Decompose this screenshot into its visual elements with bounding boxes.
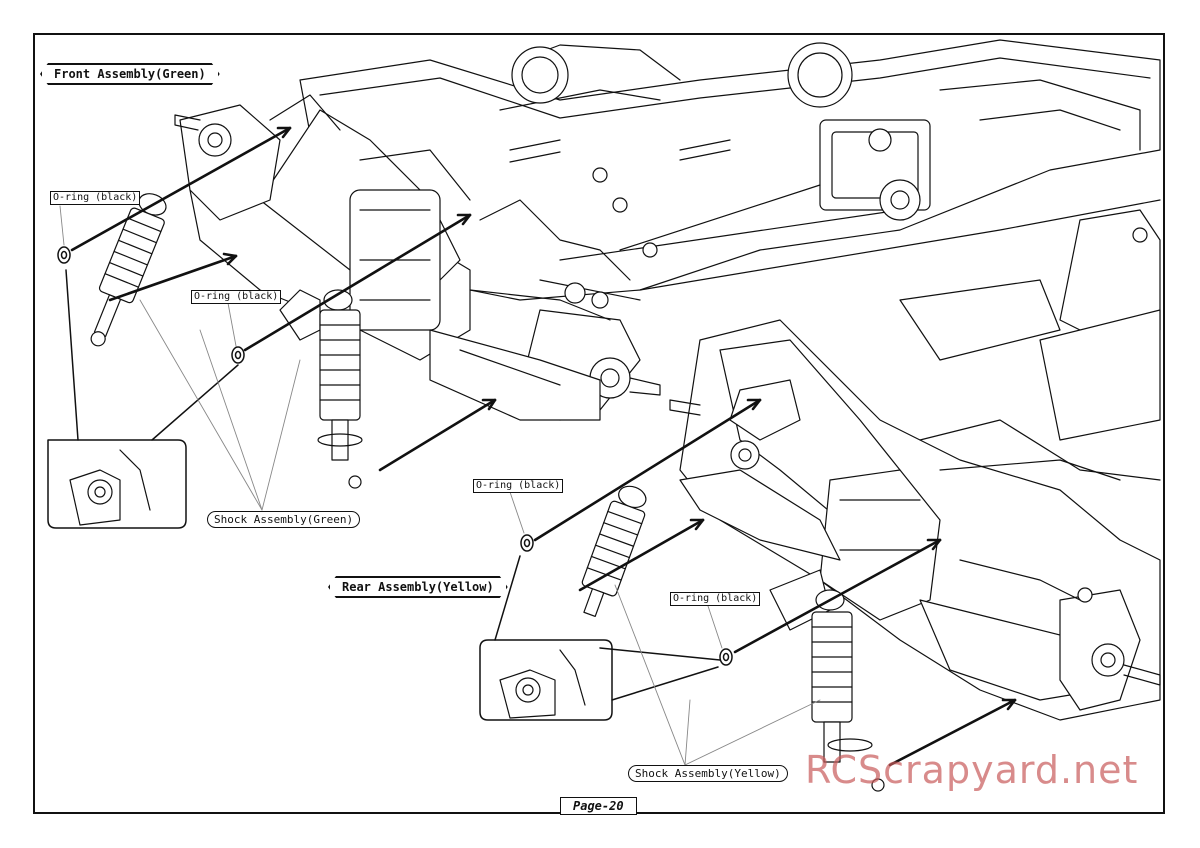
- oring-label-front-left: O-ring (black): [50, 191, 141, 205]
- oring-label-rear-left: O-ring (black): [473, 479, 564, 493]
- rear-left-shock: [581, 485, 647, 617]
- front-left-shock: [90, 193, 167, 347]
- page-number: Page-20: [560, 797, 637, 815]
- leader-lines: [59, 205, 821, 766]
- front-right-shock: [317, 289, 363, 489]
- main-chassis: [299, 39, 1161, 301]
- front-detail-inset: [47, 269, 239, 529]
- shock-assembly-rear-label: Shock Assembly(Yellow): [628, 765, 788, 782]
- assembly-arrows: [70, 126, 1017, 767]
- oring-label-rear-right: O-ring (black): [670, 592, 761, 606]
- shock-assembly-front-label: Shock Assembly(Green): [207, 511, 361, 528]
- rear-detail-inset: [479, 555, 721, 721]
- rear-suspension: [669, 209, 1161, 721]
- oring-label-front-right: O-ring (black): [191, 290, 282, 304]
- front-assembly-label: Front Assembly(Green): [40, 63, 220, 85]
- watermark: RCScrapyard.net: [805, 748, 1139, 792]
- rear-assembly-label: Rear Assembly(Yellow): [328, 576, 508, 598]
- o-rings: [57, 246, 733, 666]
- rear-right-shock: [811, 589, 885, 792]
